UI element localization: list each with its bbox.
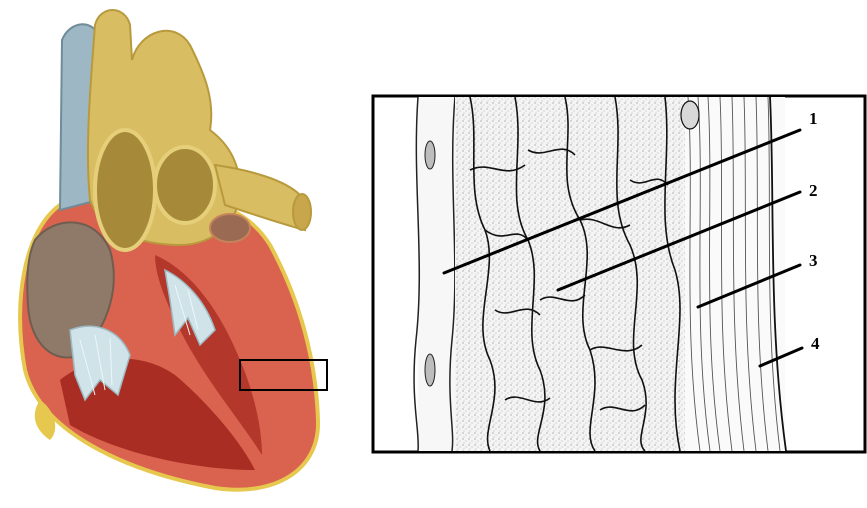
- endothelial-nucleus: [425, 141, 435, 169]
- epicardial-vessel: [681, 101, 699, 129]
- histology-inset: 1 2 3 4: [373, 96, 865, 452]
- pulmonary-artery-end: [293, 194, 311, 230]
- heart-illustration: [20, 10, 327, 490]
- left-atrial-appendage: [210, 214, 250, 242]
- aorta-lumen: [95, 130, 155, 250]
- callout-label-2: 2: [809, 181, 818, 200]
- endothelial-nucleus: [425, 354, 435, 386]
- callout-label-3: 3: [809, 251, 818, 270]
- callout-label-4: 4: [811, 334, 820, 353]
- pulmonary-trunk-lumen: [155, 147, 215, 223]
- myocardium-layer: [455, 97, 685, 451]
- callout-label-1: 1: [809, 109, 818, 128]
